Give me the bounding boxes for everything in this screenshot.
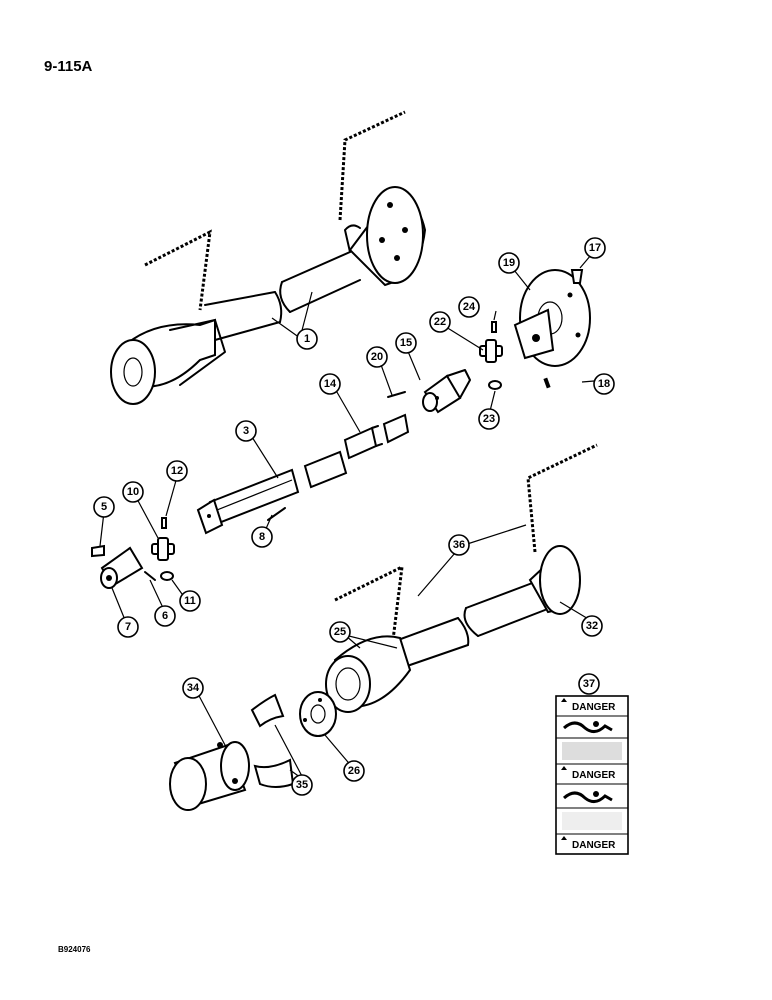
reference-code: B924076 bbox=[58, 945, 91, 954]
callout-5: 5 bbox=[93, 496, 115, 518]
callout-12: 12 bbox=[166, 460, 188, 482]
callout-17: 17 bbox=[584, 237, 606, 259]
pin-20 bbox=[387, 391, 406, 398]
callout-36-label: 36 bbox=[453, 539, 465, 551]
callout-19-label: 19 bbox=[503, 257, 515, 269]
decal-danger-2-label: DANGER bbox=[572, 770, 616, 781]
callout-32-label: 32 bbox=[586, 620, 598, 632]
page-number: 9-115A bbox=[44, 58, 93, 75]
upper-right-safety-chain bbox=[338, 110, 406, 221]
callout-34-label: 34 bbox=[187, 682, 200, 694]
lower-driveline-assembly bbox=[325, 443, 598, 713]
decal-gray-block-2 bbox=[562, 812, 622, 830]
callout-26-label: 26 bbox=[348, 765, 360, 777]
callout-32: 32 bbox=[581, 615, 603, 637]
callout-37-label: 37 bbox=[583, 678, 595, 690]
callout-1-label: 1 bbox=[304, 333, 310, 345]
callout-10: 10 bbox=[122, 481, 144, 503]
cross-and-bearing-upper bbox=[479, 321, 503, 390]
callout-20: 20 bbox=[366, 346, 388, 368]
callout-10-label: 10 bbox=[127, 486, 139, 498]
callout-34: 34 bbox=[182, 677, 204, 699]
callout-1: 1 bbox=[296, 328, 318, 350]
callout-26: 26 bbox=[343, 760, 365, 782]
roll-pin bbox=[543, 377, 551, 389]
callout-12-label: 12 bbox=[171, 465, 183, 477]
callout-36: 36 bbox=[448, 534, 470, 556]
callout-24-label: 24 bbox=[463, 301, 476, 313]
small-yoke-parts bbox=[91, 517, 175, 589]
callout-14-label: 14 bbox=[324, 378, 337, 390]
callout-24: 24 bbox=[458, 296, 480, 318]
outer-shaft-profile bbox=[196, 450, 348, 535]
callout-22-label: 22 bbox=[434, 316, 446, 328]
callout-15-label: 15 bbox=[400, 337, 412, 349]
decal-danger-3-label: DANGER bbox=[572, 840, 616, 851]
decal-pictogram-1 bbox=[562, 721, 613, 733]
decal-danger-1-label: DANGER bbox=[572, 702, 616, 713]
callout-7: 7 bbox=[117, 616, 139, 638]
callout-20-label: 20 bbox=[371, 351, 383, 363]
decal-danger-2: DANGER bbox=[561, 766, 616, 781]
decal-set-37: DANGER DANGER DANGER bbox=[555, 695, 629, 855]
callout-25: 25 bbox=[329, 621, 351, 643]
callout-3-label: 3 bbox=[243, 425, 249, 437]
callout-8: 8 bbox=[251, 526, 273, 548]
upper-left-safety-chain bbox=[144, 229, 212, 311]
callout-22: 22 bbox=[429, 311, 451, 333]
callout-35: 35 bbox=[291, 774, 313, 796]
flange-yoke-assembly bbox=[513, 269, 591, 389]
callout-23: 23 bbox=[478, 408, 500, 430]
decal-gray-block-1 bbox=[562, 742, 622, 760]
yoke-15 bbox=[422, 369, 471, 414]
inner-shaft-profile bbox=[343, 413, 410, 460]
decal-danger-3: DANGER bbox=[561, 836, 616, 851]
callout-23-label: 23 bbox=[483, 413, 495, 425]
callout-14: 14 bbox=[319, 373, 341, 395]
callout-15: 15 bbox=[395, 332, 417, 354]
callout-11-label: 11 bbox=[184, 595, 196, 607]
callout-35-label: 35 bbox=[296, 779, 308, 791]
callout-18-label: 18 bbox=[598, 378, 610, 390]
lower-right-safety-chain bbox=[526, 443, 598, 553]
shield-cone-parts bbox=[169, 691, 337, 811]
callout-8-label: 8 bbox=[259, 531, 265, 543]
callout-6-label: 6 bbox=[162, 610, 168, 622]
callout-25-label: 25 bbox=[334, 626, 346, 638]
callout-6: 6 bbox=[154, 605, 176, 627]
callout-11: 11 bbox=[179, 590, 201, 612]
callout-19: 19 bbox=[498, 252, 520, 274]
grease-fitting bbox=[570, 269, 584, 284]
callout-7-label: 7 bbox=[125, 621, 131, 633]
decal-pictogram-2 bbox=[562, 791, 613, 803]
callout-17-label: 17 bbox=[589, 242, 601, 254]
callout-18: 18 bbox=[593, 373, 615, 395]
callout-5-label: 5 bbox=[101, 501, 107, 513]
upper-driveline-assembly bbox=[110, 110, 427, 405]
callout-37: 37 bbox=[578, 673, 600, 695]
callout-3: 3 bbox=[235, 420, 257, 442]
decal-danger-1: DANGER bbox=[561, 698, 616, 713]
